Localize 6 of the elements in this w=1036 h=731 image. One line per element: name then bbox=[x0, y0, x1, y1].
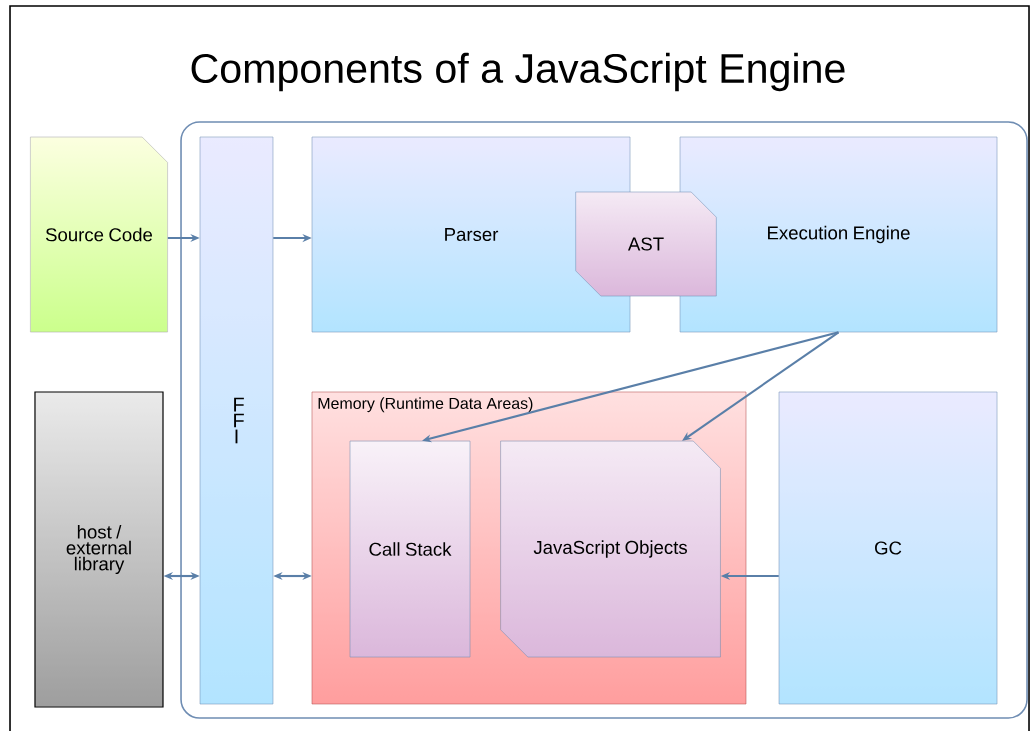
arrow bbox=[682, 331, 840, 441]
process-box: GC bbox=[778, 391, 998, 705]
external-box: host / external library bbox=[34, 391, 164, 708]
stack-box: Call Stack bbox=[349, 440, 471, 658]
interface-bar: F F I bbox=[199, 136, 274, 705]
title: Components of a JavaScript Engine bbox=[191, 52, 845, 92]
